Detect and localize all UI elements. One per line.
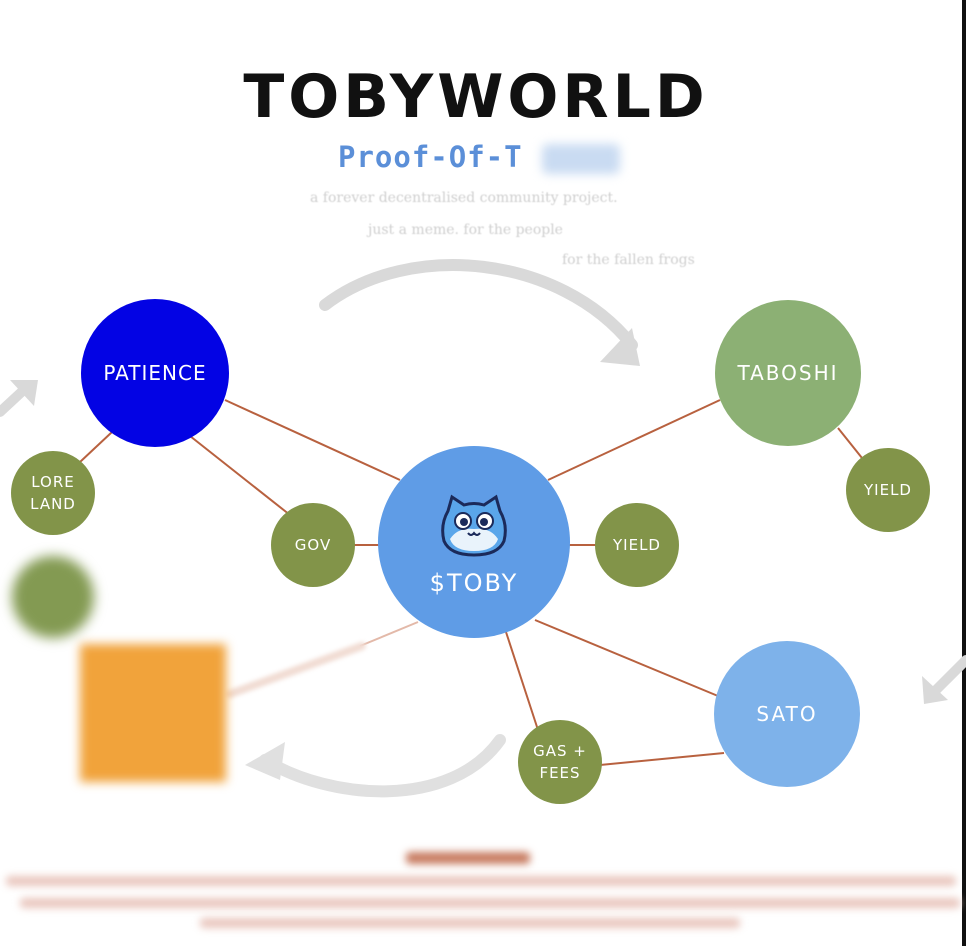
link-toby-sato bbox=[534, 619, 719, 697]
redacted-description-line-1 bbox=[6, 876, 956, 886]
node-yield-center-label: YIELD bbox=[613, 536, 661, 554]
frame-edge bbox=[962, 0, 966, 946]
redacted-description-line-3 bbox=[200, 918, 740, 928]
redacted-orange-box bbox=[80, 644, 226, 782]
node-patience-label: PATIENCE bbox=[103, 361, 207, 385]
node-yield-center: YIELD bbox=[595, 503, 679, 587]
link-patience-toby bbox=[224, 399, 401, 481]
node-lore-land-label-1: LORE bbox=[31, 473, 75, 491]
link-toby-gasfees bbox=[505, 631, 539, 731]
page-title: TOBYWORLD bbox=[243, 62, 709, 132]
tagline-1: a forever decentralised community projec… bbox=[310, 190, 618, 206]
link-blurred-faded bbox=[226, 642, 366, 698]
node-redacted-left bbox=[12, 556, 94, 638]
node-patience: PATIENCE bbox=[81, 299, 229, 447]
tagline-3: for the fallen frogs bbox=[562, 252, 695, 268]
link-toby-blurred bbox=[359, 621, 419, 647]
link-toby-taboshi bbox=[547, 399, 721, 481]
node-taboshi-label: TABOSHI bbox=[737, 361, 839, 385]
node-gas-fees-label-2: FEES bbox=[539, 764, 581, 782]
node-toby-label: $TOBY bbox=[429, 569, 519, 597]
node-gas-fees-label-1: GAS + bbox=[533, 742, 587, 760]
cycle-arrow-top-head bbox=[600, 328, 640, 366]
node-sato: SATO bbox=[714, 641, 860, 787]
toby-toad-icon bbox=[441, 494, 507, 557]
node-toby: $TOBY bbox=[378, 446, 570, 638]
redacted-description-line-2 bbox=[20, 898, 960, 908]
link-gasfees-sato bbox=[599, 752, 725, 766]
node-gov: GOV bbox=[271, 503, 355, 587]
cycle-arrow-bottom-head bbox=[245, 742, 285, 780]
cycle-arrow-bottom bbox=[259, 734, 506, 798]
cycle-arrow-top bbox=[319, 259, 638, 351]
tagline-2: just a meme. for the people bbox=[368, 222, 563, 238]
node-lore-land-label-2: LAND bbox=[30, 495, 76, 513]
link-patience-gov bbox=[189, 435, 291, 516]
redacted-subtitle-suffix bbox=[542, 144, 620, 174]
node-taboshi: TABOSHI bbox=[715, 300, 861, 446]
page-subtitle: Proof-Of-T bbox=[338, 140, 523, 174]
node-sato-label: SATO bbox=[756, 702, 818, 726]
node-yield-right-label: YIELD bbox=[864, 481, 912, 499]
link-patience-lore bbox=[79, 431, 113, 463]
redacted-description-heading bbox=[406, 852, 530, 864]
node-lore-land: LORE LAND bbox=[11, 451, 95, 535]
link-taboshi-yield bbox=[837, 427, 863, 459]
node-gas-fees: GAS + FEES bbox=[518, 720, 602, 804]
cycle-arrow-right-head bbox=[922, 676, 948, 704]
cycle-arrow-left-head bbox=[10, 380, 38, 406]
node-gov-label: GOV bbox=[294, 536, 332, 554]
node-yield-right: YIELD bbox=[846, 448, 930, 532]
